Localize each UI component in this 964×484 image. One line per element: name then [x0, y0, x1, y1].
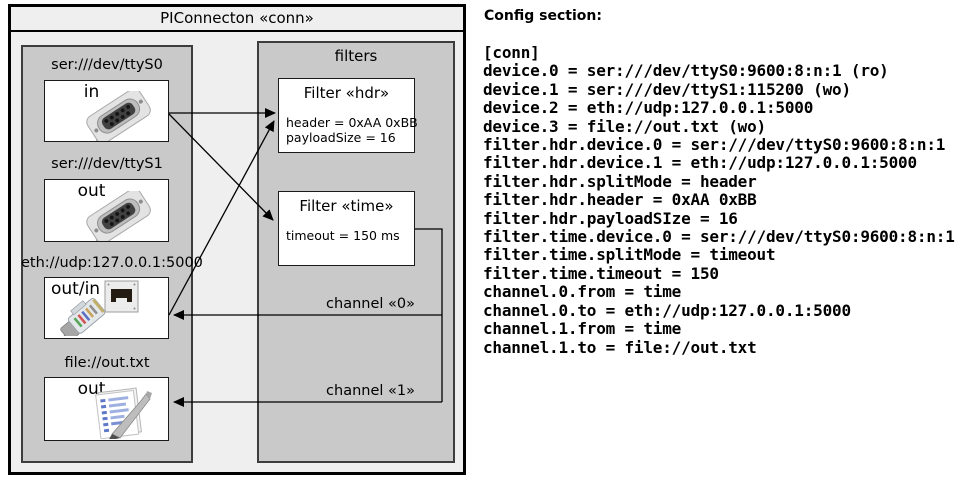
device-box-file: out: [44, 377, 169, 441]
notepad-icon: [95, 387, 152, 439]
device-box-ttys0: in: [44, 80, 169, 142]
device-box-eth: out/in: [44, 277, 169, 339]
port-label: out: [77, 181, 106, 201]
filter-hdr-param: header = 0xAA 0xBB: [286, 115, 418, 130]
device-url-label-ttys1: ser:///dev/ttyS1: [51, 156, 163, 172]
serial-connector-icon: [86, 91, 151, 141]
piconnection-diagram: PIConnecton «conn» filters ser:///dev/tt…: [0, 0, 475, 484]
diagram-title: PIConnecton «conn»: [11, 7, 463, 32]
filter-hdr-param: payloadSize = 16: [286, 130, 396, 145]
filter-hdr-title: Filter «hdr»: [303, 84, 390, 102]
device-url-label-file: file://out.txt: [64, 355, 150, 371]
device-url-label-ttys0: ser:///dev/ttyS0: [51, 57, 163, 73]
filter-time-title: Filter «time»: [299, 197, 394, 215]
device-url-label-eth: eth://udp:127.0.0.1:5000: [21, 255, 203, 271]
filter-time-box: Filter «time» timeout = 150 ms: [278, 191, 415, 266]
device-box-ttys1: out: [44, 179, 169, 242]
channel-0-label: channel «0»: [326, 296, 415, 312]
port-label: in: [83, 82, 100, 102]
config-text: [conn] device.0 = ser:///dev/ttyS0:9600:…: [483, 43, 955, 357]
channel-1-label: channel «1»: [326, 383, 415, 399]
serial-connector-icon: [86, 191, 151, 241]
ethernet-plug-icon: [60, 280, 139, 336]
port-label: out/in: [51, 279, 101, 299]
filter-hdr-box: Filter «hdr» header = 0xAA 0xBB payloadS…: [278, 78, 418, 153]
filters-panel-title: filters: [334, 47, 378, 65]
filter-time-param: timeout = 150 ms: [286, 228, 400, 243]
config-heading: Config section:: [484, 8, 602, 24]
